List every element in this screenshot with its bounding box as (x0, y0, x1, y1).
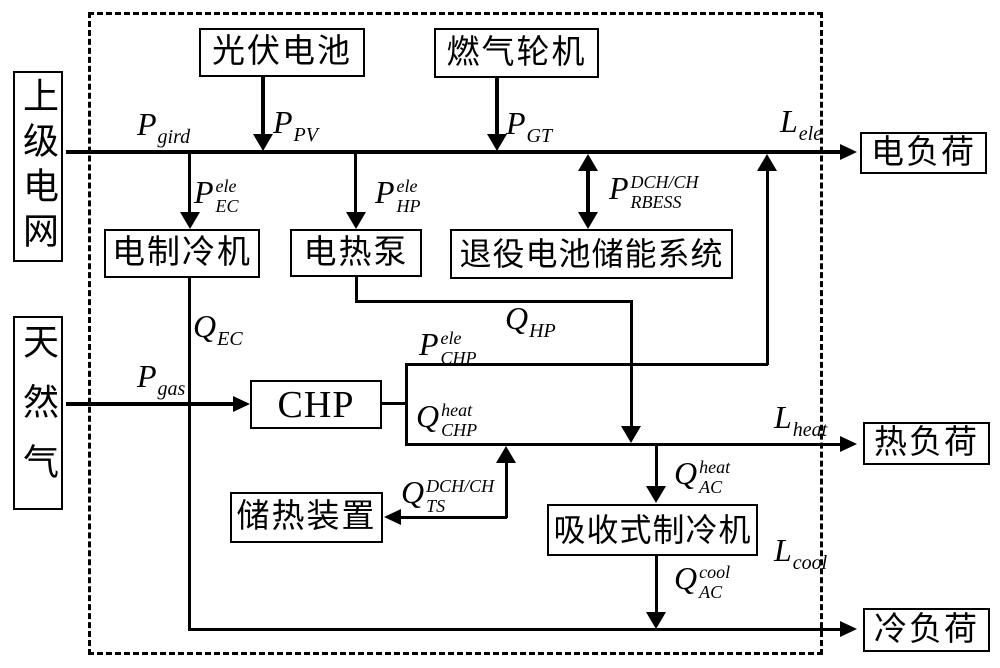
hp-supply-arrowhead-icon (346, 212, 366, 229)
rbess-up-arrowhead-icon (578, 154, 598, 171)
grid-node: 上级电网 (13, 71, 63, 262)
ac-heat-arrowhead-icon (646, 486, 666, 503)
heat-bus-line (405, 443, 842, 446)
hp-heat-arrowhead-icon (621, 426, 641, 443)
ts-charge-arrowhead-icon (384, 509, 401, 525)
ac-heat-supply-line (655, 446, 658, 487)
thermal-storage-node: 储热装置 (230, 492, 383, 543)
ec-supply-line (188, 154, 191, 214)
chp-electric-arrowhead-icon (757, 154, 777, 171)
grid-node-label: 上级电网 (18, 76, 58, 257)
rbess-exchange-line (586, 168, 590, 214)
pv-flow-arrowhead-icon (253, 134, 273, 151)
ec-cool-output-line (188, 278, 191, 630)
chp-electric-riser-line (766, 169, 769, 365)
ts-discharge-arrowhead-icon (496, 446, 516, 463)
electric-bus-line (66, 150, 842, 154)
hp-heat-run-line (355, 300, 633, 303)
electric-bus-arrowhead-icon (840, 144, 857, 160)
ts-exchange-riser-line (505, 461, 508, 518)
heat-bus-arrowhead-icon (840, 436, 857, 452)
chp-node: CHP (250, 380, 382, 429)
ts-exchange-run-line (401, 516, 507, 519)
heat-load-node: 热负荷 (863, 422, 990, 465)
hp-heat-riser-line (630, 300, 633, 427)
chp-output-stub-line (380, 402, 407, 405)
hp-heat-drop-line (355, 277, 358, 303)
cool-load-node: 冷负荷 (863, 608, 990, 652)
absorption-chiller-node: 吸收式制冷机 (547, 504, 758, 556)
gt-flow-line (495, 77, 499, 137)
pv-flow-line (261, 77, 265, 137)
gas-node: 天然气 (13, 316, 63, 510)
heat-pump-node: 电热泵 (290, 229, 422, 277)
chp-output-split-line (405, 363, 408, 446)
rbess-node: 退役电池储能系统 (450, 229, 733, 279)
ac-cool-output-line (655, 556, 658, 613)
gas-supply-arrowhead-icon (233, 396, 250, 412)
ec-supply-arrowhead-icon (180, 212, 200, 229)
cold-bus-arrowhead-icon (840, 621, 857, 637)
rbess-down-arrowhead-icon (578, 212, 598, 229)
electric-load-node: 电负荷 (860, 132, 987, 174)
gas-node-label: 天然气 (18, 323, 58, 503)
gt-flow-arrowhead-icon (487, 134, 507, 151)
gas-supply-line (66, 402, 236, 406)
cold-bus-line (188, 628, 842, 631)
hp-supply-line (354, 154, 357, 214)
gt-node: 燃气轮机 (434, 28, 599, 78)
ac-cool-arrowhead-icon (646, 612, 666, 629)
electric-chiller-node: 电制冷机 (104, 229, 260, 278)
chp-electric-line (405, 363, 768, 366)
system-boundary-dashed-frame (88, 12, 823, 655)
pv-node: 光伏电池 (199, 28, 365, 77)
